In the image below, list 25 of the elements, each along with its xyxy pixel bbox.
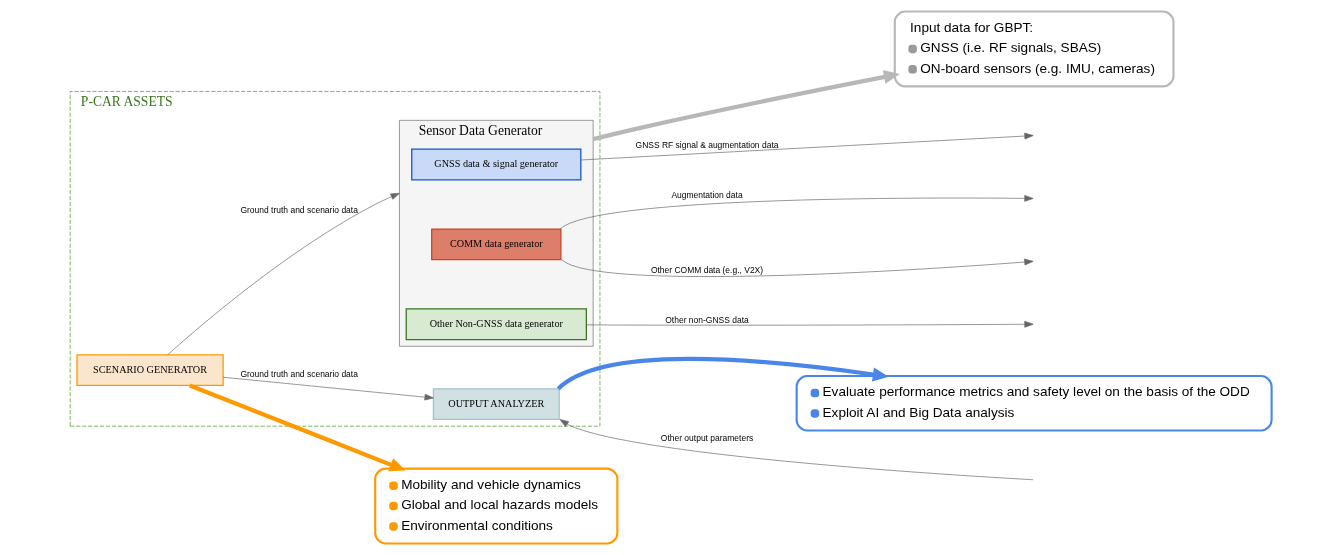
arrow (560, 258, 1034, 277)
arrow (188, 383, 405, 472)
node-box: COMM data generator (430, 228, 561, 261)
node-box: Input data for GBPT: GNSS (i.e. RF signals, SBAS) ON-board sensors (e.g. IMU, cameras) (893, 10, 1175, 88)
arrow (559, 419, 1034, 481)
arrow (556, 356, 889, 391)
edge-label: Other COMM data (e.g., V2X) (650, 265, 763, 276)
edge-label: Other non-GNSS data (664, 314, 749, 325)
node-box: OUTPUT ANALYZER (432, 388, 560, 421)
edge-label: Ground truth and scenario data (239, 204, 358, 215)
node-box: SCENARIO GENERATOR (75, 354, 224, 387)
edge-label: Augmentation data (670, 190, 743, 201)
arrow (592, 70, 900, 142)
arrow (166, 192, 400, 356)
node-box: Evaluate performance metrics and safety level on the basis of the ODD Exploit AI and Big Data analysis (795, 375, 1273, 432)
edge-label: Ground truth and scenario data (239, 368, 358, 379)
node-box: Mobility and vehicle dynamics Global and local hazards models Environmental conditions (373, 467, 618, 545)
node-box: GNSS data & signal generator (410, 148, 581, 181)
arrow (222, 376, 434, 401)
arrow (585, 320, 1034, 328)
arrow (559, 195, 1034, 230)
edge-label: Other output parameters (660, 433, 753, 444)
edge-label: GNSS RF signal & augmentation data (635, 139, 778, 150)
arrow (580, 132, 1034, 161)
node-box: Other Non-GNSS data generator (405, 308, 587, 341)
